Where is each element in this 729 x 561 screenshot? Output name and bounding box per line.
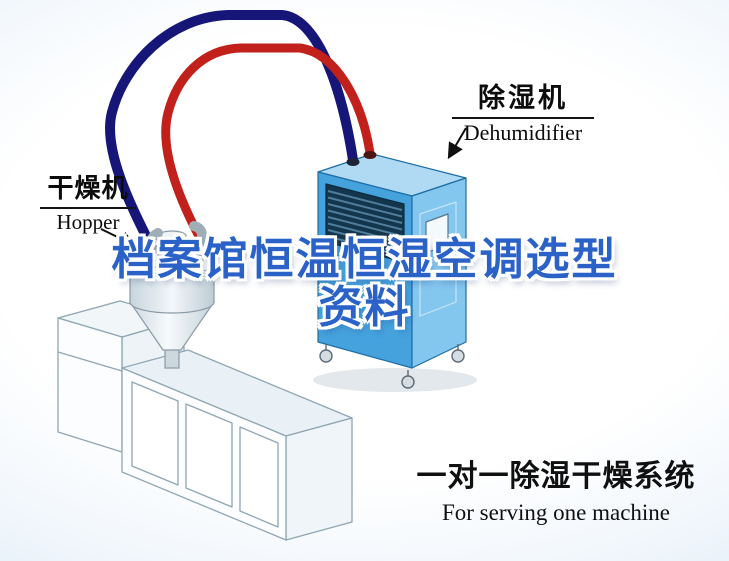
cabinet-side-door-seam <box>419 201 457 317</box>
pointer-arrows <box>100 127 467 247</box>
dryer-label-cn: 干燥机 <box>47 173 129 203</box>
pipe-port-navy <box>346 158 360 166</box>
hopper-cap-barrel <box>157 236 187 264</box>
machine-panel-3 <box>239 426 279 528</box>
molding-machine-illustration <box>57 300 353 541</box>
vent-louvers <box>325 183 405 263</box>
system-caption-cn: 一对一除湿干燥系统 <box>416 460 696 493</box>
machine-panel-2 <box>185 403 233 508</box>
machine-body-end-face <box>285 417 353 541</box>
cabinet-shadow <box>313 368 477 392</box>
supply-pipe-red <box>161 43 375 245</box>
machine-panel-1 <box>131 381 179 486</box>
hopper-outlet-stub <box>164 347 180 369</box>
caster-wheels <box>319 344 465 389</box>
system-caption: 一对一除湿干燥系统 For serving one machine <box>396 451 716 526</box>
cabinet-control-panel <box>425 213 449 254</box>
machine-tower-seam <box>57 351 123 372</box>
machine-tower-front-face <box>57 317 123 453</box>
hopper-barrel <box>129 264 215 314</box>
vent-panel <box>325 183 405 263</box>
hopper-elbow-right <box>189 221 208 247</box>
dehumidifier-pointer-arrow <box>447 127 467 160</box>
dryer-pointer-arrow <box>100 228 137 247</box>
dehumidifier-label-en: Dehumidifier <box>452 117 594 146</box>
hopper-illustration <box>128 230 216 369</box>
dehumidifier-illustration <box>313 153 477 392</box>
dehumidifier-label-cn: 除湿机 <box>478 83 568 113</box>
pipes <box>105 10 377 253</box>
page-title-line1: 档案馆恒温恒湿空调选型 <box>111 235 618 284</box>
hopper-elbow-left <box>145 228 163 255</box>
system-caption-en: For serving one machine <box>441 500 671 525</box>
dryer-label-en: Hopper <box>40 207 136 235</box>
dehumidifier-label: 除湿机 Dehumidifier <box>452 76 594 146</box>
page-title: 档案馆恒温恒湿空调选型 资料 <box>0 236 729 331</box>
pipe-fittings <box>145 221 208 255</box>
page-title-line2: 资料 <box>318 282 411 332</box>
dryer-label: 干燥机 Hopper <box>40 168 136 235</box>
pipe-port-red <box>363 151 377 159</box>
